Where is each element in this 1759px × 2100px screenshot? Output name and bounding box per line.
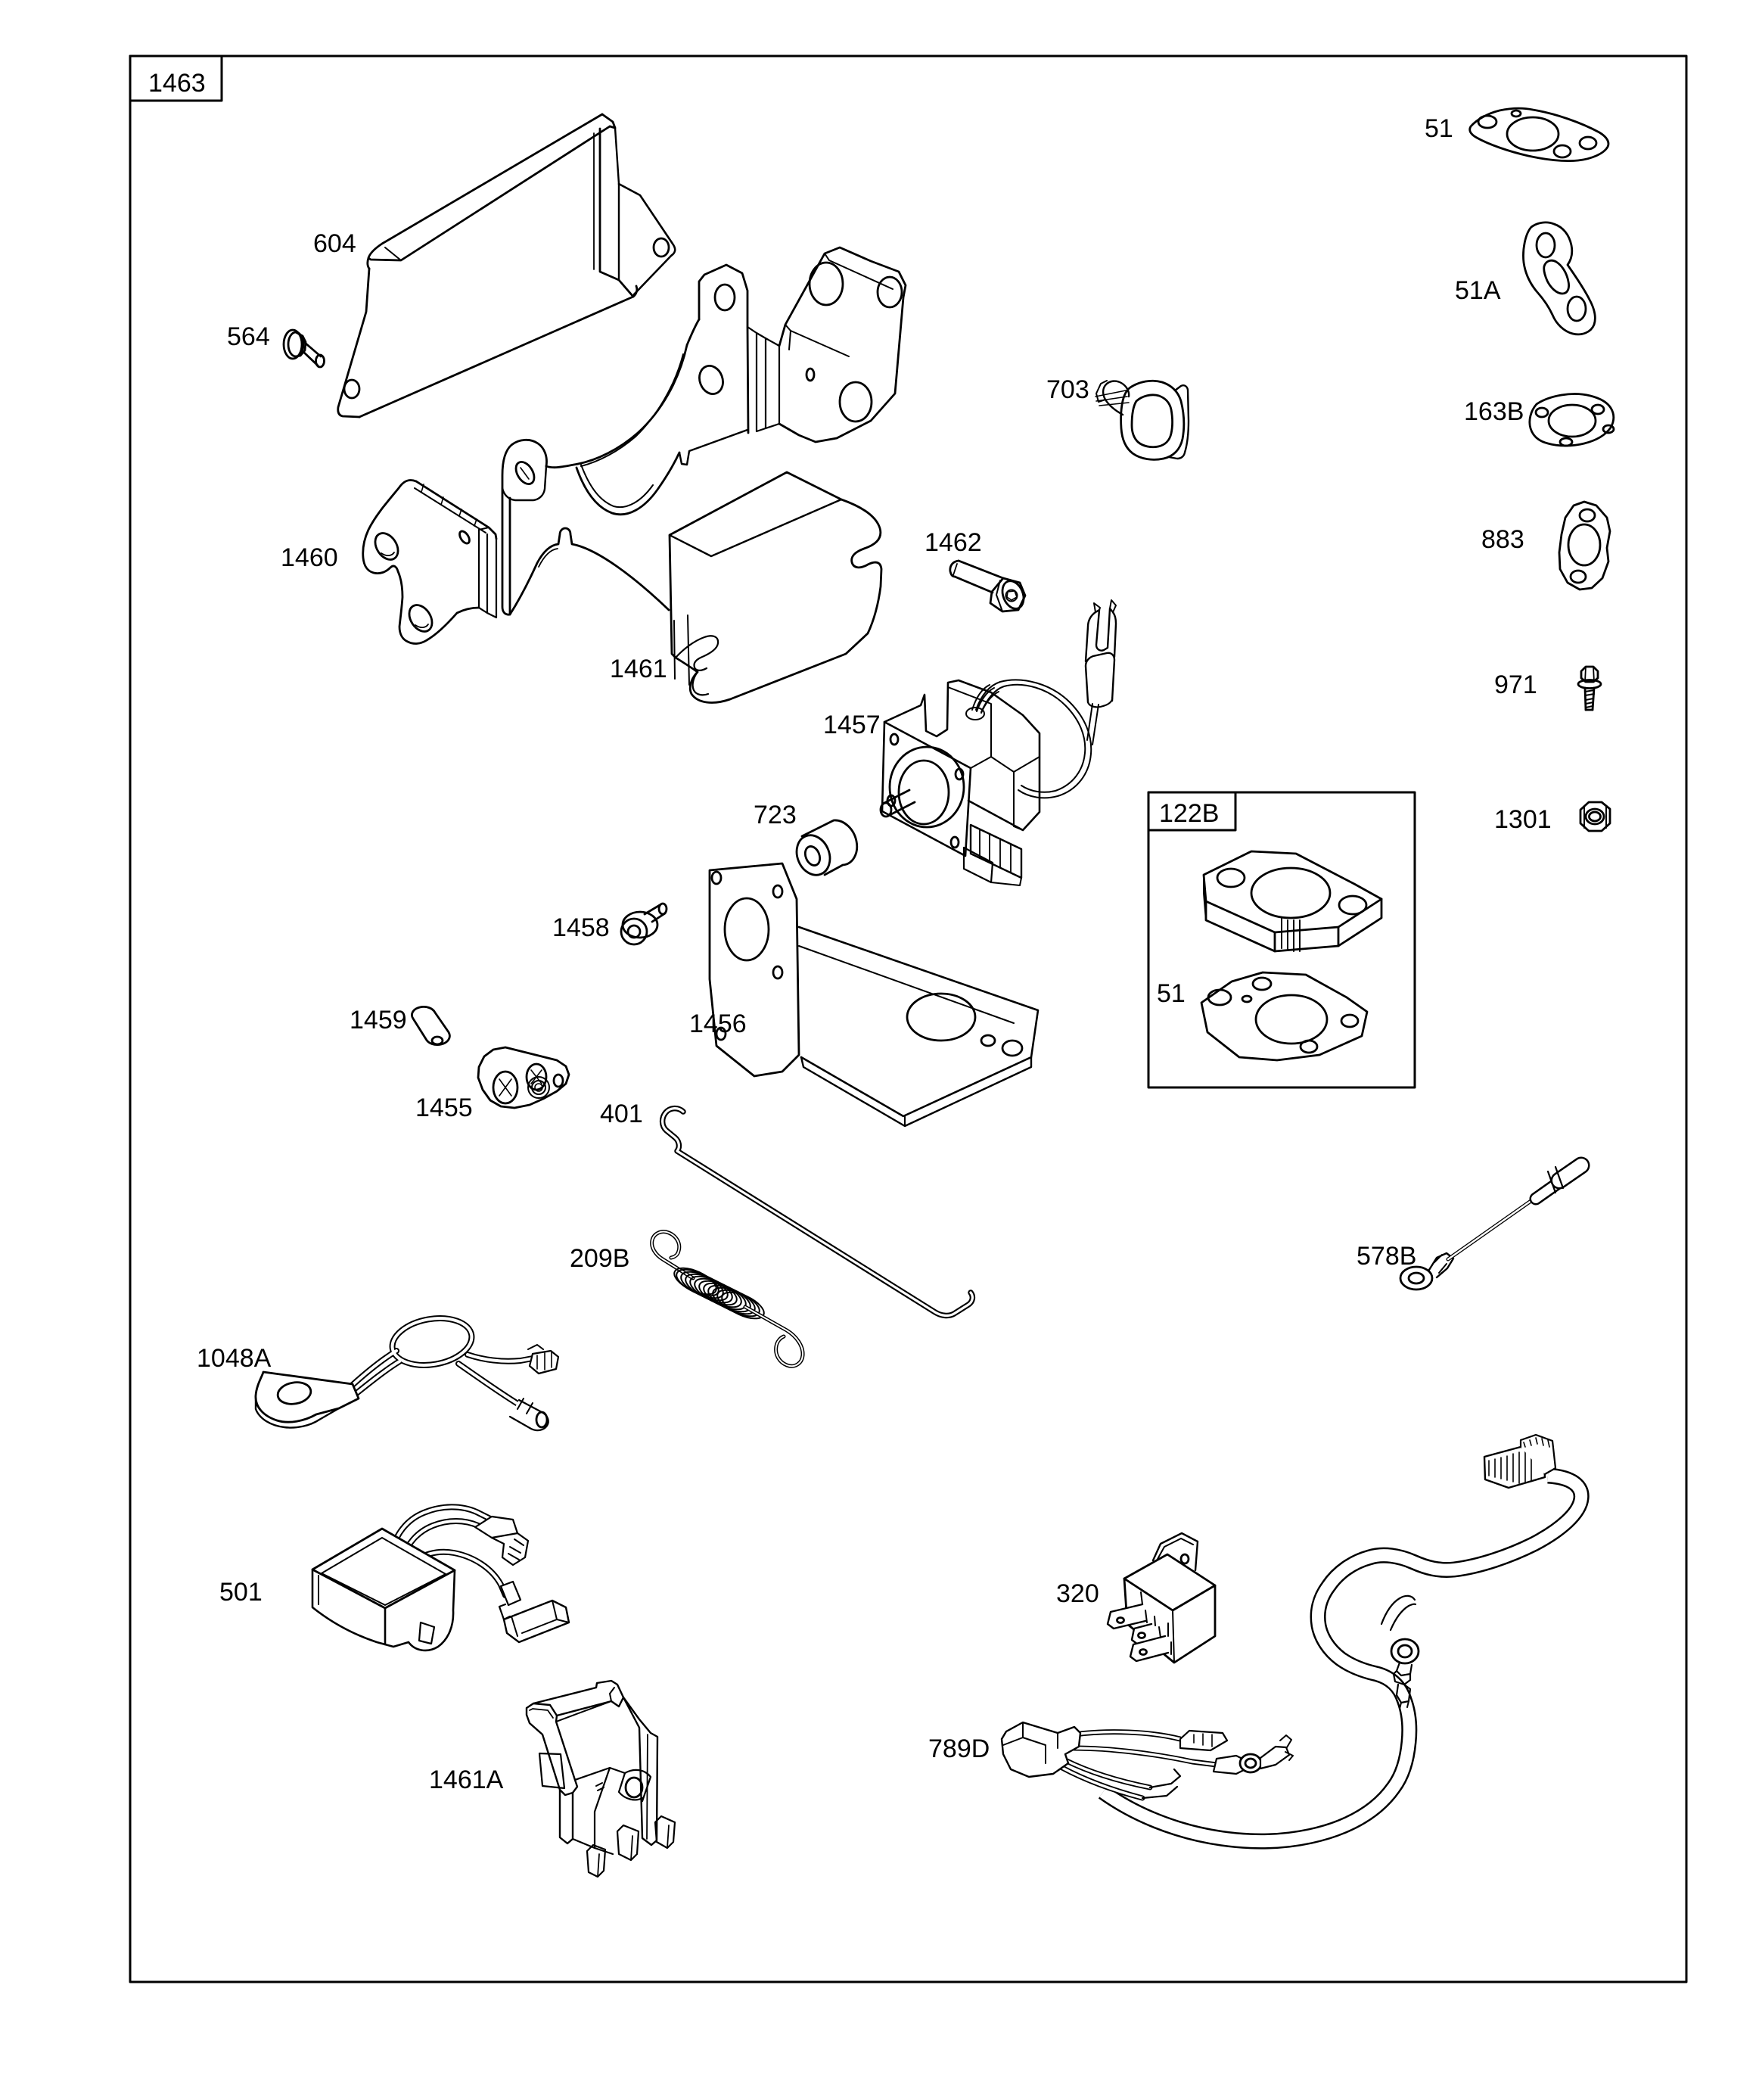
svg-text:163B: 163B bbox=[1464, 397, 1524, 426]
svg-text:51: 51 bbox=[1425, 114, 1453, 143]
svg-text:51: 51 bbox=[1157, 979, 1186, 1008]
svg-text:1462: 1462 bbox=[925, 528, 982, 557]
svg-text:401: 401 bbox=[600, 1100, 643, 1128]
svg-text:1455: 1455 bbox=[415, 1094, 473, 1122]
svg-text:1457: 1457 bbox=[823, 711, 881, 739]
svg-text:501: 501 bbox=[219, 1578, 263, 1607]
svg-text:1463: 1463 bbox=[148, 69, 206, 98]
svg-text:723: 723 bbox=[754, 801, 797, 829]
svg-text:1456: 1456 bbox=[689, 1010, 747, 1038]
svg-text:971: 971 bbox=[1494, 670, 1537, 699]
svg-text:1461: 1461 bbox=[610, 655, 667, 683]
svg-text:883: 883 bbox=[1481, 525, 1524, 554]
svg-text:320: 320 bbox=[1056, 1579, 1099, 1608]
svg-text:51A: 51A bbox=[1455, 276, 1501, 305]
svg-text:604: 604 bbox=[313, 229, 356, 258]
svg-text:1460: 1460 bbox=[281, 543, 338, 572]
svg-text:789D: 789D bbox=[928, 1734, 990, 1763]
svg-text:209B: 209B bbox=[570, 1244, 629, 1273]
svg-text:1458: 1458 bbox=[552, 913, 610, 942]
svg-text:1301: 1301 bbox=[1494, 805, 1552, 834]
svg-text:564: 564 bbox=[227, 322, 270, 351]
svg-text:1459: 1459 bbox=[350, 1006, 407, 1034]
svg-text:122B: 122B bbox=[1159, 799, 1219, 828]
svg-text:1461A: 1461A bbox=[429, 1766, 504, 1794]
svg-text:703: 703 bbox=[1046, 375, 1089, 404]
svg-text:1048A: 1048A bbox=[197, 1344, 272, 1373]
svg-text:578B: 578B bbox=[1357, 1242, 1416, 1271]
